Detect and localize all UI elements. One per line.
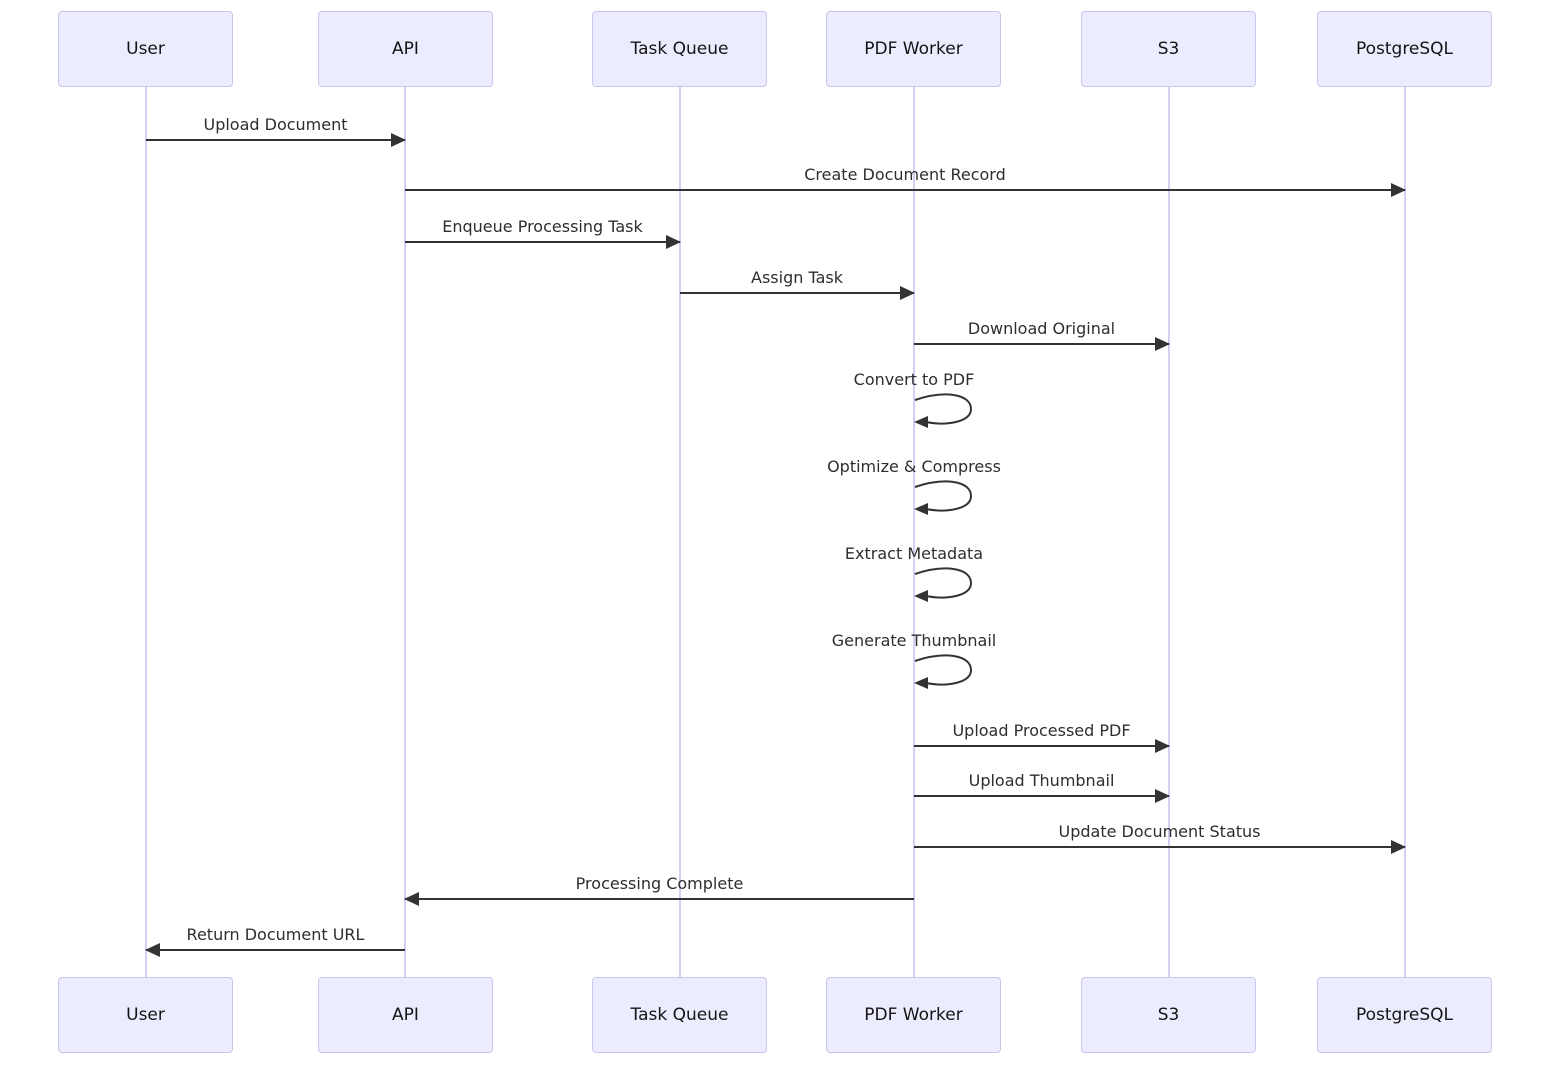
message-label: Enqueue Processing Task <box>442 217 643 236</box>
message-line <box>146 949 405 951</box>
lifeline-postgresql <box>1404 87 1406 977</box>
message-processing-complete: Processing Complete <box>404 870 914 906</box>
message-upload-thumbnail: Upload Thumbnail <box>914 767 1170 803</box>
participant-task-queue-top: Task Queue <box>592 11 767 87</box>
message-return-document-url: Return Document URL <box>145 921 405 957</box>
message-upload-document: Upload Document <box>146 111 406 147</box>
message-label: Upload Processed PDF <box>952 721 1131 740</box>
message-create-document-record: Create Document Record <box>405 161 1406 197</box>
participant-api-top: API <box>318 11 493 87</box>
arrowhead-right-icon <box>391 133 406 147</box>
arrowhead-right-icon <box>666 235 681 249</box>
arrowhead-left-icon <box>404 892 419 906</box>
lifeline-pdf-worker <box>913 87 915 977</box>
participant-s3-bottom: S3 <box>1081 977 1256 1053</box>
lifeline-task-queue <box>679 87 681 977</box>
arrowhead-left-icon <box>145 943 160 957</box>
participant-pdf-worker-bottom: PDF Worker <box>826 977 1001 1053</box>
message-label: Download Original <box>967 319 1116 338</box>
arrowhead-right-icon <box>1155 337 1170 351</box>
message-convert-to-pdf: Convert to PDF <box>853 370 975 389</box>
message-line <box>680 292 914 294</box>
lifeline-s3 <box>1168 87 1170 977</box>
arrowhead-right-icon <box>1391 840 1406 854</box>
message-label: Upload Document <box>203 115 348 134</box>
self-loop-arrow <box>914 393 973 428</box>
participant-postgresql-bottom: PostgreSQL <box>1317 977 1492 1053</box>
lifeline-user <box>145 87 147 977</box>
message-line <box>405 189 1405 191</box>
message-line <box>914 846 1405 848</box>
arrowhead-right-icon <box>900 286 915 300</box>
message-download-original: Download Original <box>914 315 1170 351</box>
participant-postgresql-top: PostgreSQL <box>1317 11 1492 87</box>
participant-user-top: User <box>58 11 233 87</box>
lifeline-api <box>404 87 406 977</box>
participant-user-bottom: User <box>58 977 233 1053</box>
message-enqueue-processing-task: Enqueue Processing Task <box>405 213 681 249</box>
message-line <box>914 343 1169 345</box>
self-loop-arrow <box>914 654 973 689</box>
arrowhead-right-icon <box>1155 789 1170 803</box>
message-line <box>146 139 405 141</box>
participant-pdf-worker-top: PDF Worker <box>826 11 1001 87</box>
message-optimize-compress: Optimize & Compress <box>827 457 1001 476</box>
arrowhead-right-icon <box>1391 183 1406 197</box>
participant-api-bottom: API <box>318 977 493 1053</box>
message-line <box>914 795 1169 797</box>
participant-s3-top: S3 <box>1081 11 1256 87</box>
message-line <box>914 745 1169 747</box>
self-loop-arrow <box>914 567 973 602</box>
self-loop-arrow <box>914 480 973 515</box>
message-line <box>405 241 680 243</box>
message-label: Assign Task <box>751 268 843 287</box>
arrowhead-right-icon <box>1155 739 1170 753</box>
message-update-document-status: Update Document Status <box>914 818 1406 854</box>
message-assign-task: Assign Task <box>680 264 915 300</box>
participant-task-queue-bottom: Task Queue <box>592 977 767 1053</box>
message-label: Upload Thumbnail <box>968 771 1115 790</box>
message-line <box>405 898 914 900</box>
message-generate-thumbnail: Generate Thumbnail <box>831 631 997 650</box>
message-upload-processed-pdf: Upload Processed PDF <box>914 717 1170 753</box>
message-label: Return Document URL <box>186 925 365 944</box>
message-extract-metadata: Extract Metadata <box>844 544 984 563</box>
message-label: Create Document Record <box>804 165 1006 184</box>
message-label: Processing Complete <box>575 874 744 893</box>
message-label: Update Document Status <box>1058 822 1261 841</box>
